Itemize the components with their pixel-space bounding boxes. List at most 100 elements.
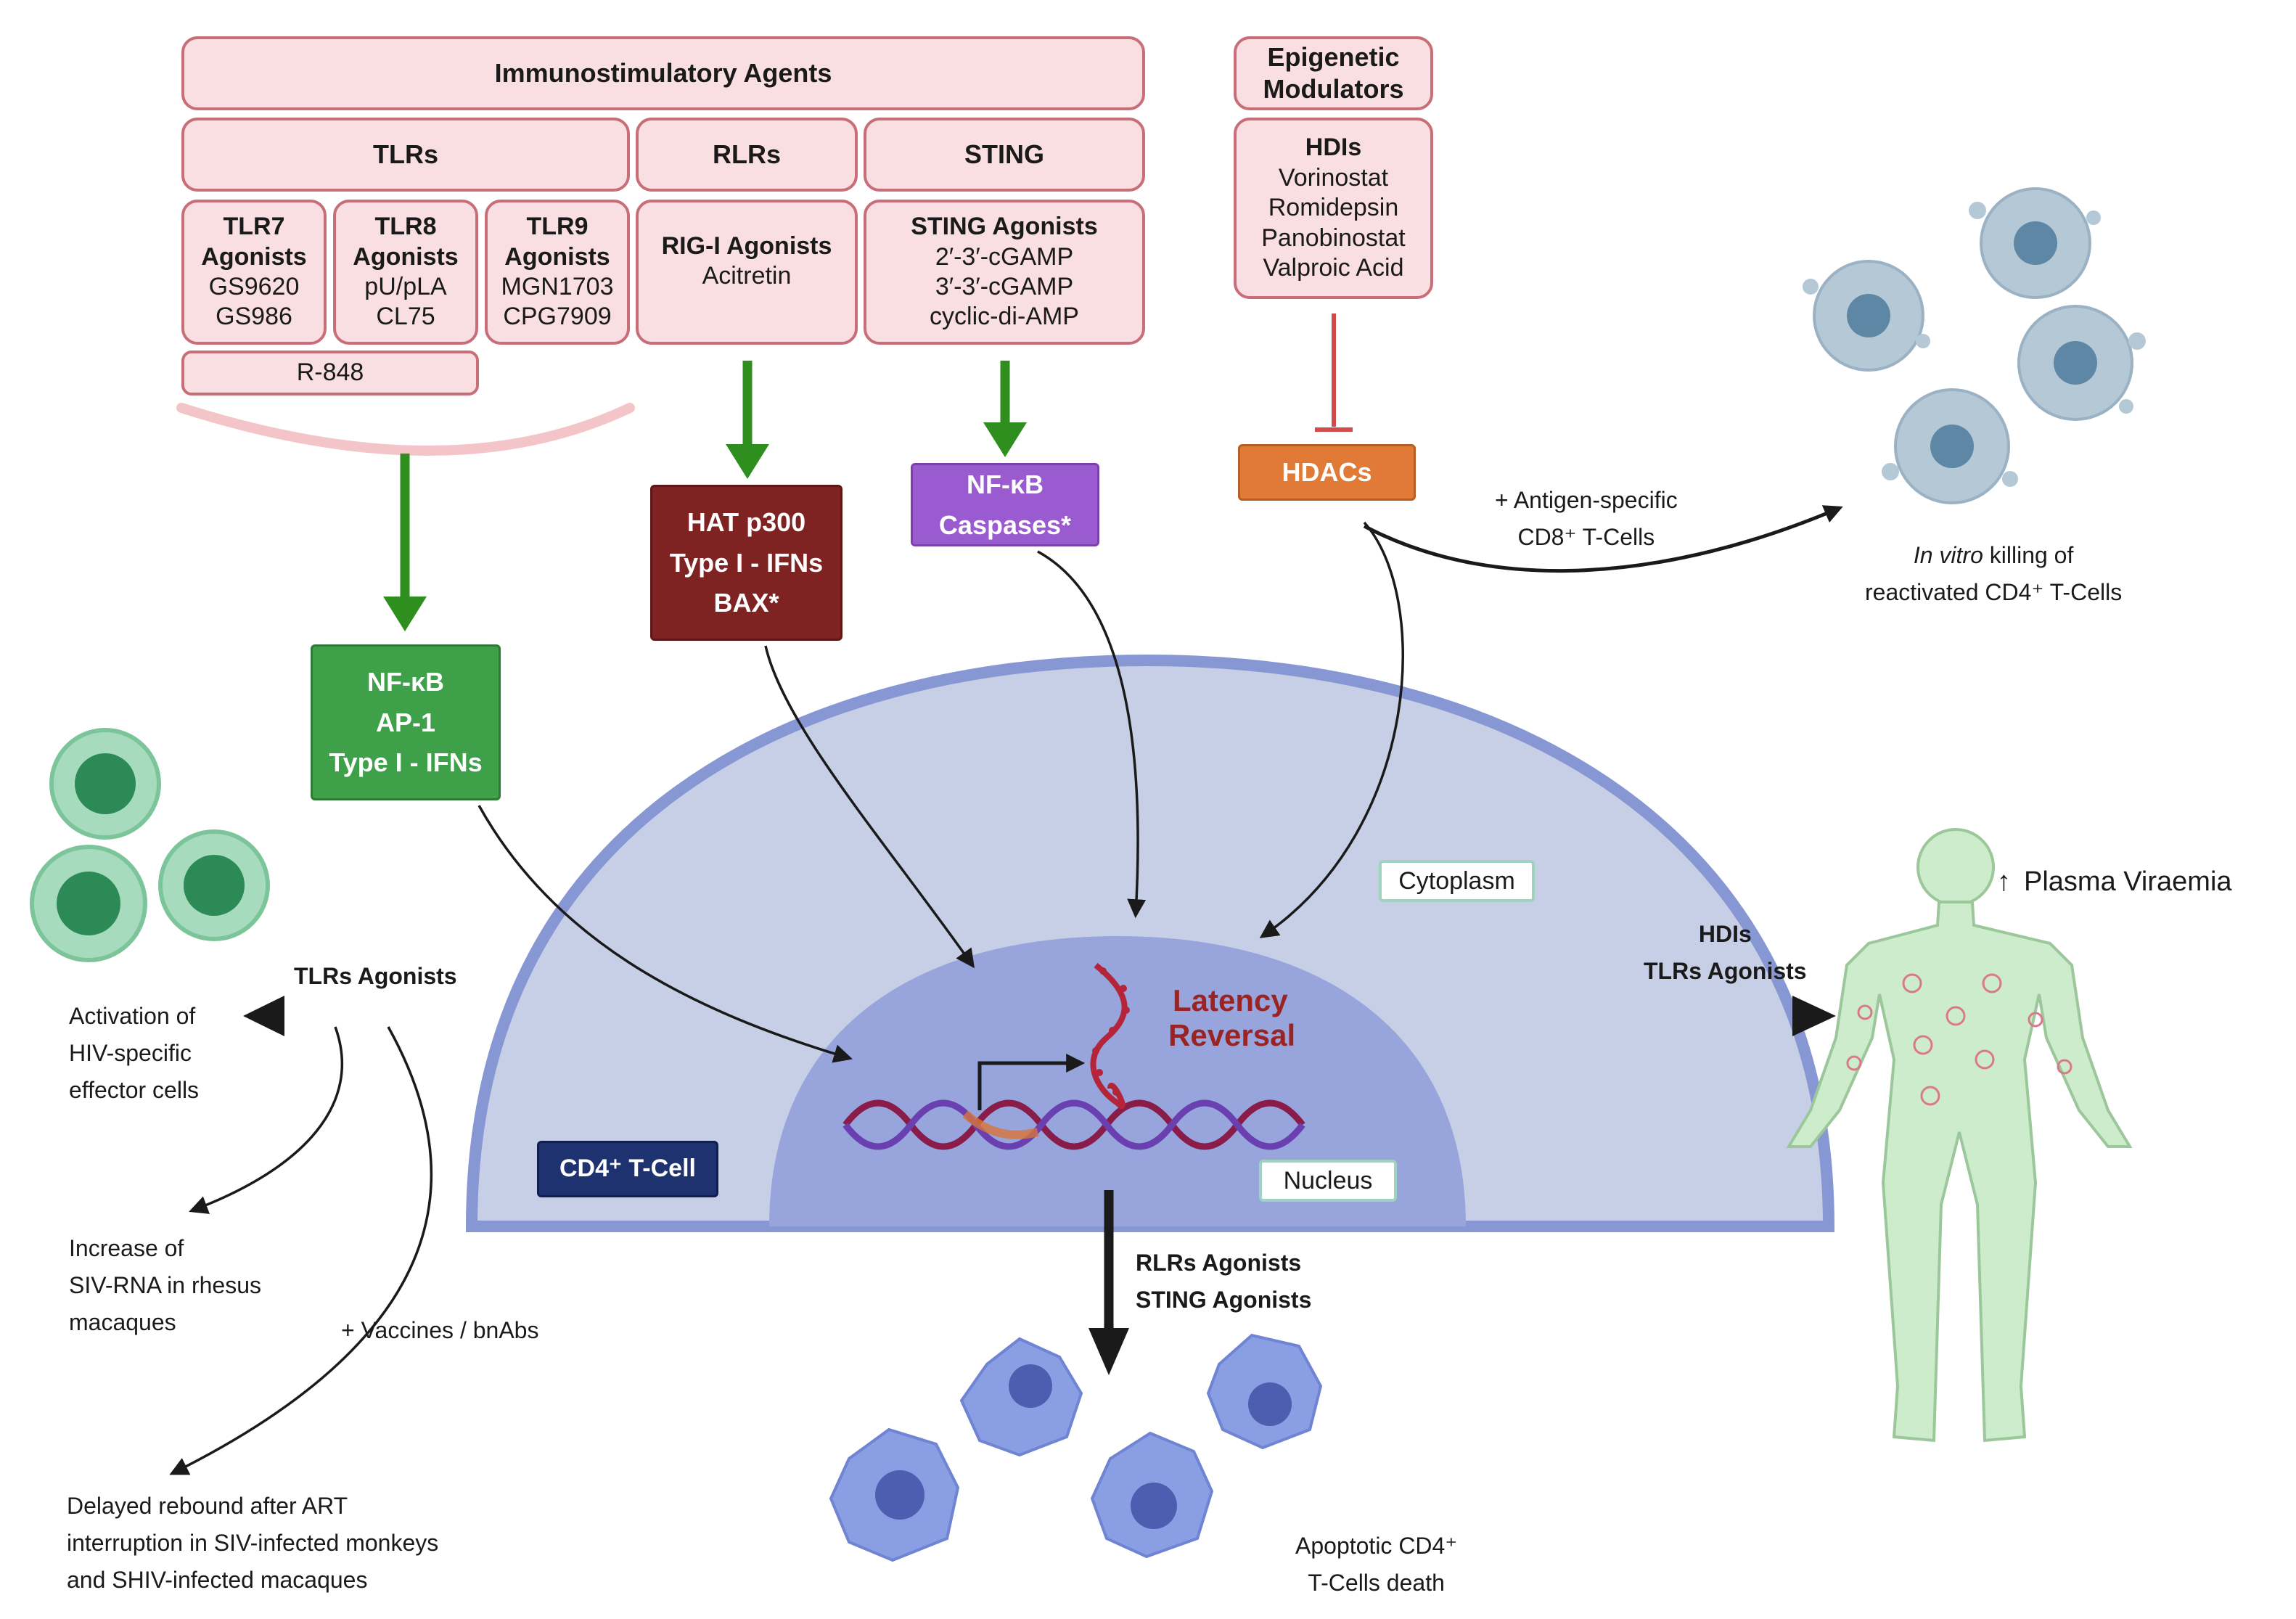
epigenetic-modulators-header: Epigenetic Modulators [1234,36,1433,110]
rlr-effectors-tag: HAT p300 Type I - IFNs BAX* [650,485,842,641]
activation-line: Activation of [69,1003,196,1029]
tlr7-sub: Agonists [201,242,307,271]
latency-line1: Latency [1173,983,1288,1017]
sting-agonist-item: cyclic-di-AMP [930,303,1079,331]
invitro-line2: reactivated CD4⁺ T-Cells [1865,579,2123,606]
cd4-tcell-label: CD4⁺ T-Cell [537,1141,718,1197]
apoptotic-line: T-Cells death [1308,1570,1445,1597]
sting-agonists-name: STING Agonists [911,213,1098,241]
delayed-rebound-label: Delayed rebound after ART interruption i… [67,1488,438,1599]
tlr8-name: TLR8 [374,213,437,241]
tlr8-box: TLR8 Agonists pU/pLA CL75 [333,200,478,345]
sting-effectors-tag: NF-κB Caspases* [911,463,1099,546]
hdi-item: Vorinostat [1278,163,1389,192]
tlr9-item: CPG7909 [503,303,612,331]
rigi-box: RIG-I Agonists Acitretin [636,200,858,345]
cd8-line1: + Antigen-specific [1495,487,1678,513]
hdis-box: HDIs Vorinostat Romidepsin Panobinostat … [1234,118,1433,299]
r848-box: R-848 [181,351,479,395]
hdacs-tag: HDACs [1238,444,1416,501]
invitro-label: In vitro killing of reactivated CD4⁺ T-C… [1865,537,2122,611]
sting-effector: Caspases* [938,509,1072,540]
right-arrow-line: HDIs [1698,921,1752,947]
killed-cells [1813,187,2133,504]
rlrs-header: RLRs [636,118,858,192]
tlr-effector: NF-κB [366,666,445,697]
tlr7-name: TLR7 [223,213,285,241]
rlr-effector: HAT p300 [686,507,806,537]
tlr8-item: CL75 [376,303,435,331]
rlr-effector: BAX* [713,588,779,618]
tlr8-sub: Agonists [353,242,459,271]
delayed-line: interruption in SIV-infected monkeys [67,1530,439,1557]
apoptotic-label: Apoptotic CD4⁺ T-Cells death [1295,1528,1457,1602]
virus-particles [1846,973,2072,1106]
pathway-curves [169,505,1843,1475]
rlr-effector: Type I - IFNs [669,547,824,578]
tlrs-agonists-left-label: TLRs Agonists [294,963,457,989]
invitro-rest: killing of [1983,542,2074,568]
sting-agonist-item: 3′-3′-cGAMP [935,273,1074,300]
right-arrow-line: TLRs Agonists [1644,958,1807,985]
increase-line: macaques [69,1309,176,1336]
hdi-item: Valproic Acid [1263,254,1404,282]
apoptotic-cells [829,1333,1323,1562]
green-arrows [383,361,1027,631]
latency-line2: Reversal [1168,1018,1296,1053]
tlr9-box: TLR9 Agonists MGN1703 CPG7909 [485,200,630,345]
sting-header: STING [864,118,1145,192]
increase-line: Increase of [69,1235,184,1261]
tlr-effector: AP-1 [375,707,436,737]
right-arrow-label: HDIs TLRs Agonists [1644,916,1807,990]
increase-label: Increase of SIV-RNA in rhesus macaques [69,1230,261,1342]
down-arrow-line: RLRs Agonists [1136,1250,1302,1276]
tlr9-sub: Agonists [504,242,610,271]
tlr8-item: pU/pLA [364,273,447,300]
tlr9-item: MGN1703 [501,273,614,300]
increase-line: SIV-RNA in rhesus [69,1272,261,1299]
tlrs-header: TLRs [181,118,630,192]
cd8-label: + Antigen-specific CD8⁺ T-Cells [1495,482,1678,556]
cd8-line2: CD8⁺ T-Cells [1517,524,1655,551]
cytoplasm-label: Cytoplasm [1379,860,1535,902]
delayed-line: Delayed rebound after ART [67,1493,348,1519]
nucleus-shape [769,936,1466,1226]
tlr7-box: TLR7 Agonists GS9620 GS986 [181,200,327,345]
tlr7-item: GS9620 [208,273,300,300]
immunostimulatory-agents-header: Immunostimulatory Agents [181,36,1145,110]
sting-agonist-item: 2′-3′-cGAMP [935,242,1074,271]
invitro-line1: In vitro killing of [1865,537,2122,574]
rigi-name: RIG-I Agonists [661,232,832,260]
tlr7-item: GS986 [216,303,292,331]
down-arrow-line: STING Agonists [1136,1287,1312,1313]
effector-cells [30,728,270,962]
plasma-viraemia-label: ↑Plasma Viraemia [1997,860,2232,904]
epigenetic-title-line2: Modulators [1263,74,1404,104]
epigenetic-title-line1: Epigenetic [1267,42,1400,73]
human-figure [1786,828,2133,1443]
sting-effector: NF-κB [966,469,1044,499]
hdi-item: Romidepsin [1268,194,1399,222]
tlr9-name: TLR9 [526,213,589,241]
apoptotic-line: Apoptotic CD4⁺ [1295,1533,1458,1559]
plasma-viraemia-text: Plasma Viraemia [2024,866,2232,897]
hdis-title: HDIs [1305,134,1362,162]
activation-label: Activation of HIV-specific effector cell… [69,998,199,1110]
sting-agonists-box: STING Agonists 2′-3′-cGAMP 3′-3′-cGAMP c… [864,200,1145,345]
rigi-item: Acitretin [702,262,792,290]
transcription-arrow [977,1054,1086,1110]
tlr-effectors-tag: NF-κB AP-1 Type I - IFNs [311,644,501,800]
rna-strand [1090,962,1128,1109]
delayed-line: and SHIV-infected macaques [67,1567,368,1594]
tlr-bracket [176,403,635,456]
hdi-item: Panobinostat [1261,224,1406,252]
activation-line: effector cells [69,1077,200,1104]
vaccines-label: + Vaccines / bnAbs [341,1317,539,1343]
latency-reversal-label: Latency Reversal [1168,983,1295,1054]
dna-highlight [962,1110,1039,1139]
nucleus-label: Nucleus [1259,1160,1397,1202]
tlr-effector: Type I - IFNs [329,747,483,778]
dna-strand-b [842,1099,1305,1150]
dna-strand-a [842,1099,1305,1150]
